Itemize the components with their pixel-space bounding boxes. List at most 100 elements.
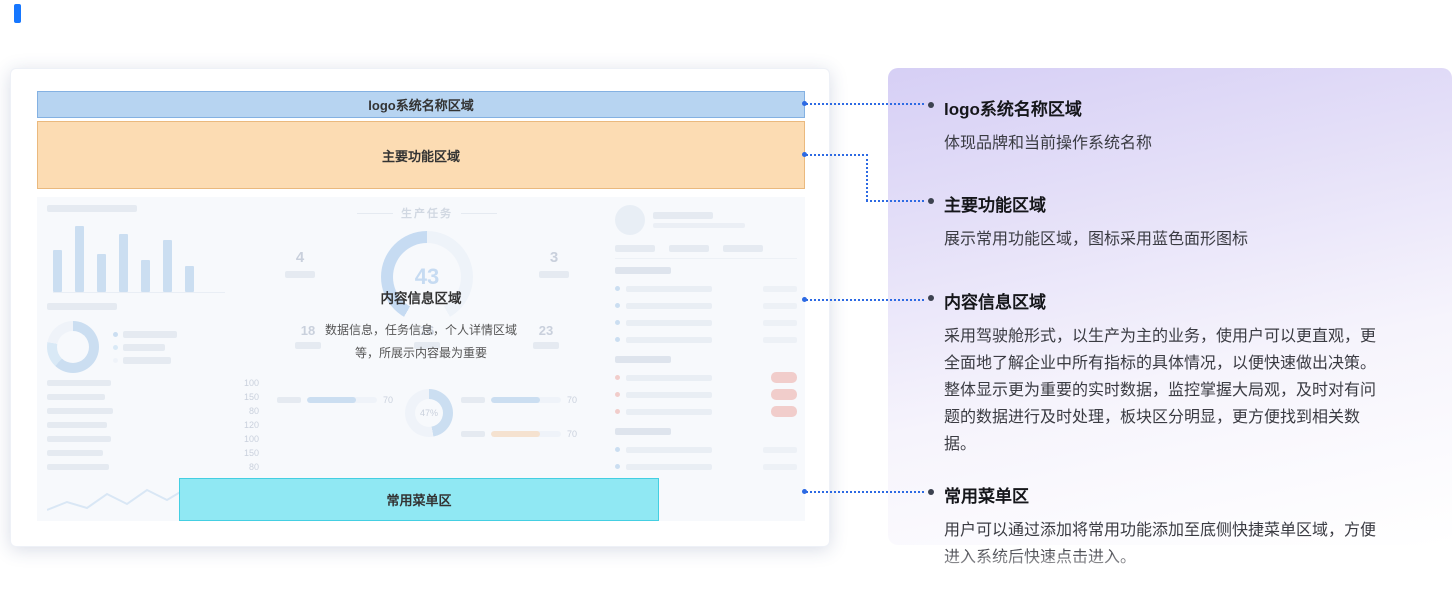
legend-dot-icon — [113, 344, 118, 350]
progress-track — [490, 397, 561, 403]
list-item: 80 — [47, 404, 259, 418]
placeholder-text — [626, 463, 712, 470]
progress-fill — [307, 397, 356, 403]
faint-dashboard-preview: 100 150 80 120 100 150 80 生 — [37, 197, 805, 521]
faint-mid-stats: 18 16 23 — [277, 323, 577, 349]
list-value: 150 — [243, 448, 259, 458]
placeholder-label — [277, 397, 301, 403]
list-item: 80 — [47, 460, 259, 474]
donut-chart-icon — [47, 321, 99, 373]
placeholder-detail — [653, 223, 745, 228]
content-region-description: 数据信息，任务信息，个人详情区域等，所展示内容最为重要 — [325, 323, 518, 360]
connector-dot-icon — [802, 297, 807, 302]
annotation-panel: logo系统名称区域 体现品牌和当前操作系统名称 主要功能区域 展示常用功能区域… — [888, 68, 1452, 566]
gauge-chart-icon: 43 — [381, 231, 473, 323]
region-logo-label: logo系统名称区域 — [368, 98, 474, 113]
content-caption: 内容信息区域 数据信息，任务信息，个人详情区域等，所展示内容最为重要 — [37, 287, 805, 365]
stat-value: 18 — [300, 323, 316, 338]
placeholder-text — [626, 446, 712, 453]
placeholder-date — [763, 446, 797, 453]
bullet-icon — [928, 198, 934, 204]
progress-row: 70 — [460, 395, 577, 405]
stat-value: 3 — [549, 249, 559, 266]
legend-dot-icon — [113, 331, 118, 337]
placeholder-name — [47, 422, 107, 428]
mid-stat: 18 — [295, 323, 321, 349]
stat-left: 4 — [285, 249, 315, 278]
connector-function-v — [866, 154, 868, 201]
dashboard-section-header: 生产任务 — [277, 205, 577, 221]
progress-row: 70 — [277, 395, 393, 405]
placeholder-text — [626, 285, 712, 292]
stat-value: 16 — [419, 323, 435, 338]
divider-line — [357, 212, 393, 214]
bullet-dot-icon — [615, 320, 620, 325]
list-value: 120 — [243, 420, 259, 430]
placeholder-label — [295, 342, 321, 349]
placeholder-label — [533, 342, 559, 349]
placeholder-name — [47, 408, 113, 414]
placeholder-title — [47, 205, 137, 212]
placeholder-label — [460, 397, 485, 403]
annotation-body: 展示常用功能区域，图标采用蓝色面形图标 — [944, 231, 1249, 248]
connector-logo — [806, 103, 924, 105]
progress-value: 70 — [383, 395, 394, 405]
divider-line — [461, 212, 497, 214]
region-function-bar: 主要功能区域 — [37, 121, 805, 189]
bar — [185, 266, 194, 292]
placeholder-name — [47, 394, 105, 400]
placeholder-text — [626, 319, 712, 326]
annotation-body: 体现品牌和当前操作系统名称 — [944, 135, 1153, 152]
faint-center-column: 生产任务 4 43 3 — [277, 205, 577, 457]
gauge-value: 43 — [414, 264, 440, 289]
progress-track — [490, 431, 561, 437]
list-item: 150 — [47, 390, 259, 404]
placeholder-text — [626, 408, 712, 415]
annotation-title: 常用菜单区 — [944, 487, 1029, 506]
bullet-dot-icon — [615, 337, 620, 342]
notification-row — [615, 458, 797, 475]
notification-row — [615, 441, 797, 458]
connector-dot-icon — [802, 152, 807, 157]
placeholder-name — [47, 464, 109, 470]
placeholder-date — [763, 302, 797, 309]
placeholder-stat — [669, 245, 709, 252]
bar — [97, 254, 106, 292]
region-function-label: 主要功能区域 — [381, 148, 460, 164]
list-value: 80 — [248, 406, 259, 416]
placeholder-name — [653, 212, 713, 219]
bullet-dot-icon — [615, 375, 620, 380]
placeholder-legend — [123, 330, 177, 338]
placeholder-label — [285, 271, 315, 278]
dashboard-section-title: 生产任务 — [401, 208, 453, 220]
placeholder-stat — [723, 245, 763, 252]
region-menu-label: 常用菜单区 — [386, 493, 452, 508]
annotation-title: 主要功能区域 — [944, 196, 1046, 215]
stat-value: 23 — [538, 323, 554, 338]
placeholder-text — [626, 302, 712, 309]
region-menu-bar: 常用菜单区 — [179, 478, 659, 521]
faint-profile-card — [615, 205, 797, 235]
bar — [53, 250, 62, 292]
placeholder-label — [539, 271, 569, 278]
placeholder-name — [47, 380, 111, 386]
bullet-dot-icon — [615, 303, 620, 308]
progress-track — [307, 397, 377, 403]
progress-row: 70 — [460, 429, 577, 439]
placeholder-stat — [615, 245, 655, 252]
placeholder-title — [47, 303, 117, 310]
placeholder-text — [626, 374, 712, 381]
red-badge — [771, 389, 797, 400]
list-item: 150 — [47, 446, 259, 460]
annotation-body: 采用驾驶舱形式，以生产为主的业务，使用户可以更直观，更全面地了解企业中所有指标的… — [944, 328, 1377, 453]
mid-stat: 16 — [414, 323, 440, 349]
todo-row — [615, 386, 797, 403]
connector-function-h1 — [806, 154, 868, 156]
connector-dot-icon — [802, 489, 807, 494]
list-value: 100 — [243, 434, 259, 444]
faint-mini-stats — [615, 245, 797, 252]
red-badge — [771, 372, 797, 383]
bullet-icon — [928, 489, 934, 495]
todo-row — [615, 369, 797, 386]
